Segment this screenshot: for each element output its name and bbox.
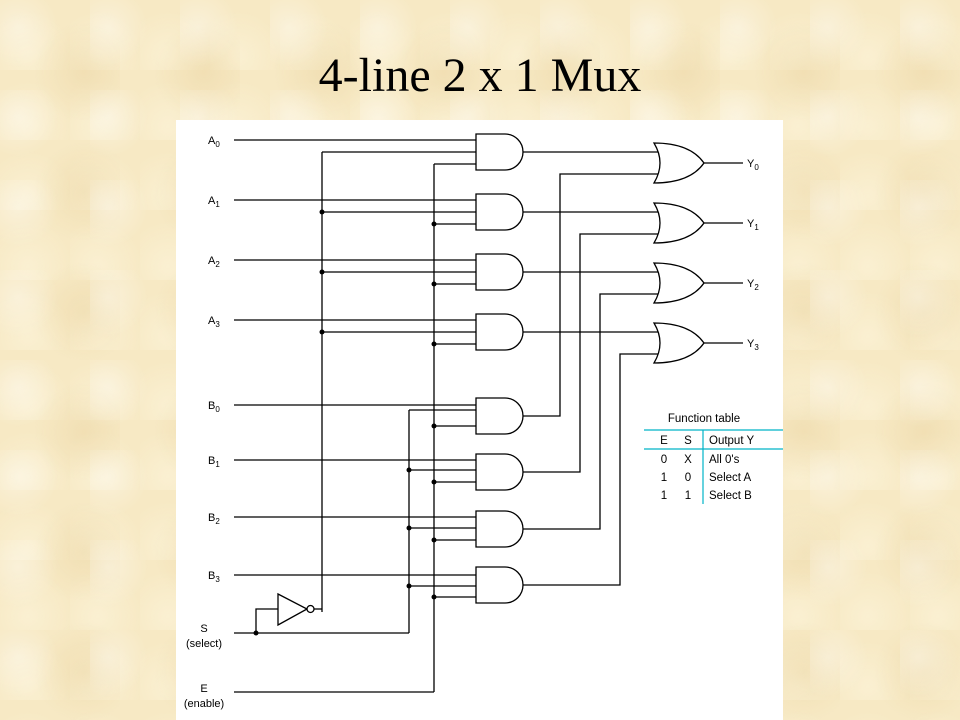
table-header-output: Output Y — [709, 435, 755, 447]
table-cell: 1 — [661, 490, 667, 502]
or-gate-3 — [652, 322, 705, 364]
and-gate-a3 — [475, 313, 524, 351]
junction — [319, 329, 325, 335]
and-gate-b1 — [475, 453, 524, 491]
and-gate-a0 — [475, 133, 524, 171]
junction — [431, 341, 437, 347]
table-cell: 0 — [685, 472, 691, 484]
label-select: S — [200, 623, 207, 635]
inverter-bubble — [306, 604, 315, 614]
junction — [431, 281, 437, 287]
and-b2-to-or2 — [523, 293, 660, 530]
junction — [319, 269, 325, 275]
table-header-e: E — [660, 435, 668, 447]
and-b3-to-or3 — [523, 353, 660, 586]
junction — [431, 423, 437, 429]
function-table: Function table E S Output Y 0 X All 0's … — [644, 413, 783, 504]
label-enable: E — [200, 683, 207, 695]
label-b0: B0 — [208, 400, 220, 414]
label-b2: B2 — [208, 512, 220, 526]
label-a3: A3 — [208, 315, 220, 329]
junction — [319, 209, 325, 215]
table-cell: 1 — [685, 490, 691, 502]
table-cell: Select B — [709, 490, 752, 502]
label-a1: A1 — [208, 195, 220, 209]
slide-title: 4-line 2 x 1 Mux — [318, 49, 642, 102]
label-b1: B1 — [208, 455, 220, 469]
label-select-note: (select) — [186, 638, 222, 650]
junction — [431, 537, 437, 543]
table-cell: 1 — [661, 472, 667, 484]
junction — [431, 594, 437, 600]
junction — [406, 583, 412, 589]
mux-circuit-diagram: A0 A1 A2 A3 B0 B1 B2 B3 S (select) E (en… — [176, 120, 783, 720]
and-gate-a1 — [475, 193, 524, 231]
table-header-s: S — [684, 435, 692, 447]
table-cell: 0 — [661, 454, 667, 466]
and-b1-to-or1 — [523, 233, 660, 473]
and-gate-a2 — [475, 253, 524, 291]
label-y2: Y2 — [747, 278, 759, 292]
table-cell: All 0's — [709, 454, 740, 466]
label-enable-note: (enable) — [184, 698, 224, 710]
or-gate-1 — [652, 202, 705, 244]
or-gate-2 — [652, 262, 705, 304]
select-junction — [253, 630, 259, 636]
and-gate-b3 — [475, 566, 524, 604]
junction — [406, 525, 412, 531]
or-gate-0 — [652, 142, 705, 184]
table-cell: X — [684, 454, 692, 466]
label-b3: B3 — [208, 570, 220, 584]
inverter-gate — [277, 592, 309, 627]
and-gate-b2 — [475, 510, 524, 548]
label-y3: Y3 — [747, 338, 759, 352]
label-a2: A2 — [208, 255, 220, 269]
junction — [406, 467, 412, 473]
junction — [431, 221, 437, 227]
table-cell: Select A — [709, 472, 752, 484]
label-y0: Y0 — [747, 158, 759, 172]
label-a0: A0 — [208, 135, 220, 149]
label-y1: Y1 — [747, 218, 759, 232]
and-b0-to-or0 — [523, 173, 660, 417]
circuit-svg: A0 A1 A2 A3 B0 B1 B2 B3 S (select) E (en… — [184, 133, 783, 710]
function-table-title: Function table — [668, 413, 740, 425]
and-gate-b0 — [475, 397, 524, 435]
junction — [431, 479, 437, 485]
inverter-input-wire — [255, 608, 278, 633]
